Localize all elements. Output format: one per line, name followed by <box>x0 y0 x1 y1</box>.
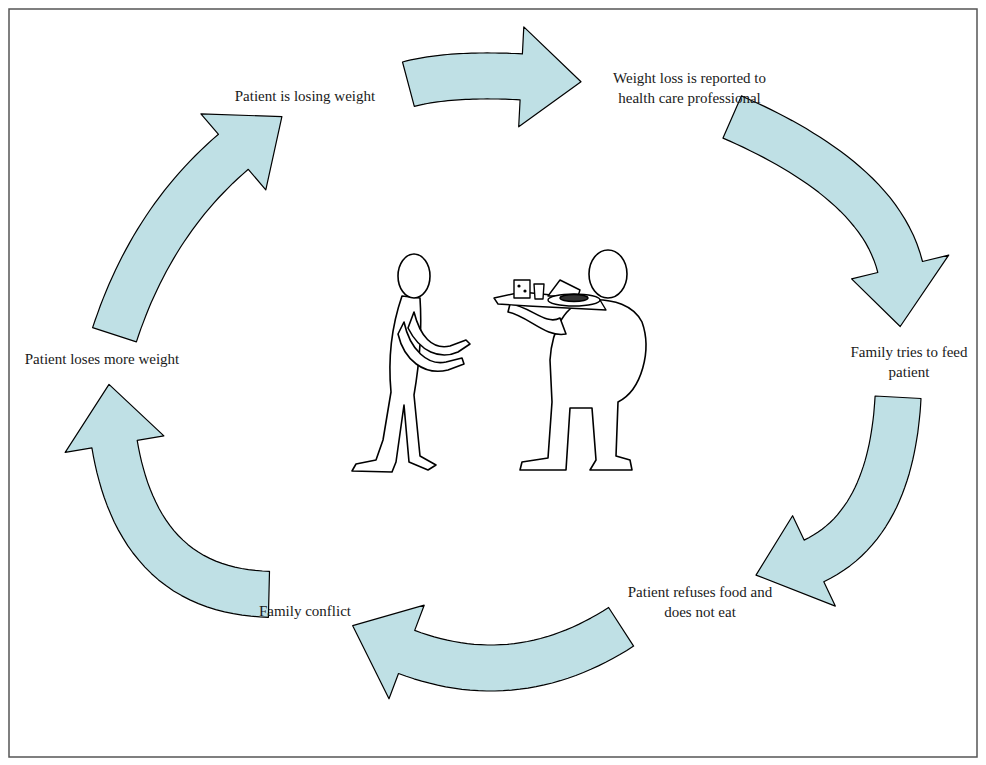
step-text: Weight loss is reported to health care p… <box>597 68 782 108</box>
step-text: Patient refuses food and does not eat <box>620 582 780 622</box>
plate <box>548 294 600 306</box>
step-text: Family tries to feed patient <box>843 342 975 382</box>
cycle-step: Family conflict <box>235 601 375 621</box>
food <box>560 295 588 302</box>
patient-figure <box>352 254 470 472</box>
step-text: Patient is losing weight <box>205 86 405 106</box>
step-text: Patient loses more weight <box>12 349 192 369</box>
cycle-step: Patient is losing weight <box>205 86 405 106</box>
caregiver-arm <box>508 304 566 334</box>
frame-border <box>9 9 977 757</box>
patient-arm <box>398 322 464 371</box>
cycle-step: Weight loss is reported to health care p… <box>597 68 782 108</box>
cup <box>514 280 530 298</box>
patient-body <box>352 296 436 472</box>
cycle-step: Family tries to feed patient <box>843 342 975 382</box>
cycle-arrow <box>353 605 634 699</box>
cup-dot <box>517 284 520 287</box>
food-tray <box>494 280 606 310</box>
cycle-arrow <box>403 27 582 127</box>
glass <box>534 284 544 299</box>
cycle-arrow <box>65 384 269 617</box>
patient-head <box>398 254 430 298</box>
cycle-arrow <box>93 114 282 342</box>
caregiver-head <box>589 250 627 298</box>
step-text: Family conflict <box>235 601 375 621</box>
cycle-step: Patient loses more weight <box>12 349 192 369</box>
cycle-step: Patient refuses food and does not eat <box>620 582 780 622</box>
patient-arm <box>408 312 470 355</box>
cup-dot <box>523 289 526 292</box>
cycle-arrow <box>723 96 949 327</box>
cycle-arrow <box>756 396 921 606</box>
caregiver-figure <box>508 250 646 470</box>
